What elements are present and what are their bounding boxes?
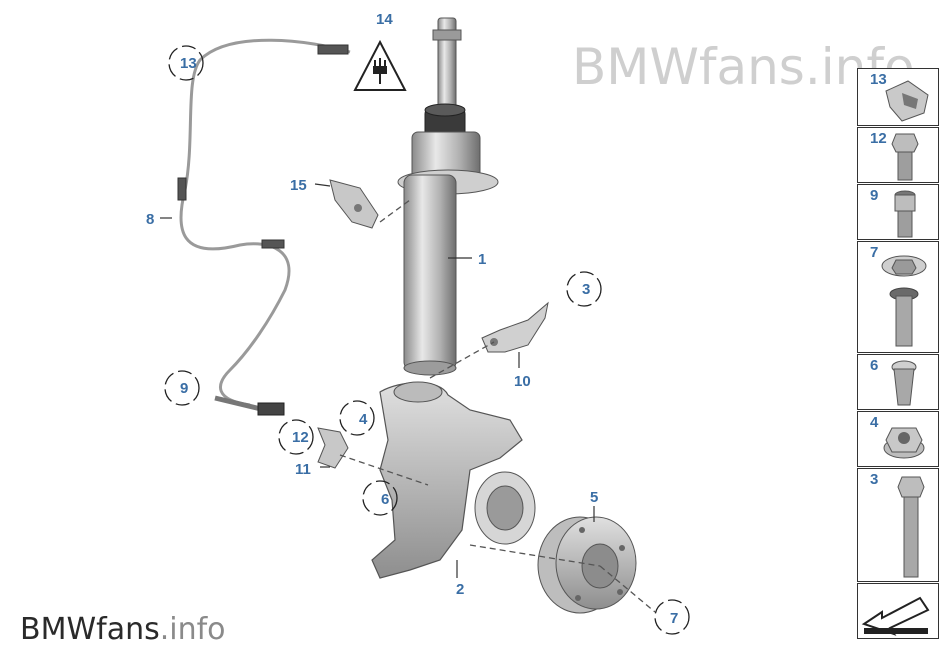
callout-3: 3 (582, 281, 590, 298)
bracket-10 (481, 301, 549, 353)
callout-5: 5 (590, 489, 598, 506)
callout-labels: 14 13 15 8 1 3 10 9 4 12 11 6 5 2 7 (146, 11, 678, 627)
panel-label-13: 13 (870, 71, 887, 88)
panel-part-7[interactable]: 7 (857, 241, 939, 353)
bracket-11 (317, 427, 349, 469)
callout-1: 1 (478, 251, 486, 268)
panel-part-4[interactable]: 4 (857, 411, 939, 467)
callout-15: 15 (290, 177, 307, 194)
long-bolt-icon (897, 476, 925, 578)
callout-10: 10 (514, 373, 531, 390)
callout-2: 2 (456, 581, 464, 598)
hex-bolt-icon (891, 133, 919, 181)
callout-4: 4 (359, 411, 368, 428)
assembly-lines (339, 199, 656, 613)
steering-knuckle (371, 381, 536, 579)
sensor-cable (177, 38, 351, 416)
next-page-button[interactable] (857, 583, 939, 639)
torx-screw-icon (891, 360, 917, 406)
panel-label-6: 6 (870, 357, 879, 374)
panel-label-7: 7 (870, 244, 879, 261)
watermark-bottom: BMWfans.info (20, 612, 226, 647)
wheel-hub (537, 516, 637, 614)
watermark-brand: BMWfans (20, 612, 160, 647)
panel-part-6[interactable]: 6 (857, 354, 939, 410)
leader-lines (160, 183, 595, 578)
collar-bolt-icon (881, 255, 927, 347)
panel-label-12: 12 (870, 130, 887, 147)
panel-part-3[interactable]: 3 (857, 468, 939, 582)
next-page-arrow-icon (861, 596, 930, 636)
callout-12: 12 (292, 429, 309, 446)
panel-label-4: 4 (870, 414, 879, 431)
shock-absorber (397, 17, 499, 376)
callout-11: 11 (295, 461, 311, 478)
bracket-15 (329, 179, 379, 229)
panel-label-3: 3 (870, 471, 879, 488)
panel-part-12[interactable]: 12 (857, 127, 939, 183)
clip-icon (885, 80, 929, 122)
panel-part-13[interactable]: 13 (857, 68, 939, 126)
callout-circles (164, 45, 690, 635)
hex-nut-icon (883, 427, 925, 459)
callout-9: 9 (180, 380, 188, 397)
callout-13: 13 (180, 55, 197, 72)
panel-label-9: 9 (870, 187, 879, 204)
plug-warning-icon (353, 39, 407, 91)
callout-7: 7 (670, 610, 678, 627)
socket-screw-icon (894, 190, 916, 238)
panel-part-9[interactable]: 9 (857, 184, 939, 240)
callout-6: 6 (381, 491, 389, 508)
callout-14: 14 (376, 11, 393, 28)
watermark-suffix: .info (159, 612, 226, 647)
callout-8: 8 (146, 211, 154, 228)
